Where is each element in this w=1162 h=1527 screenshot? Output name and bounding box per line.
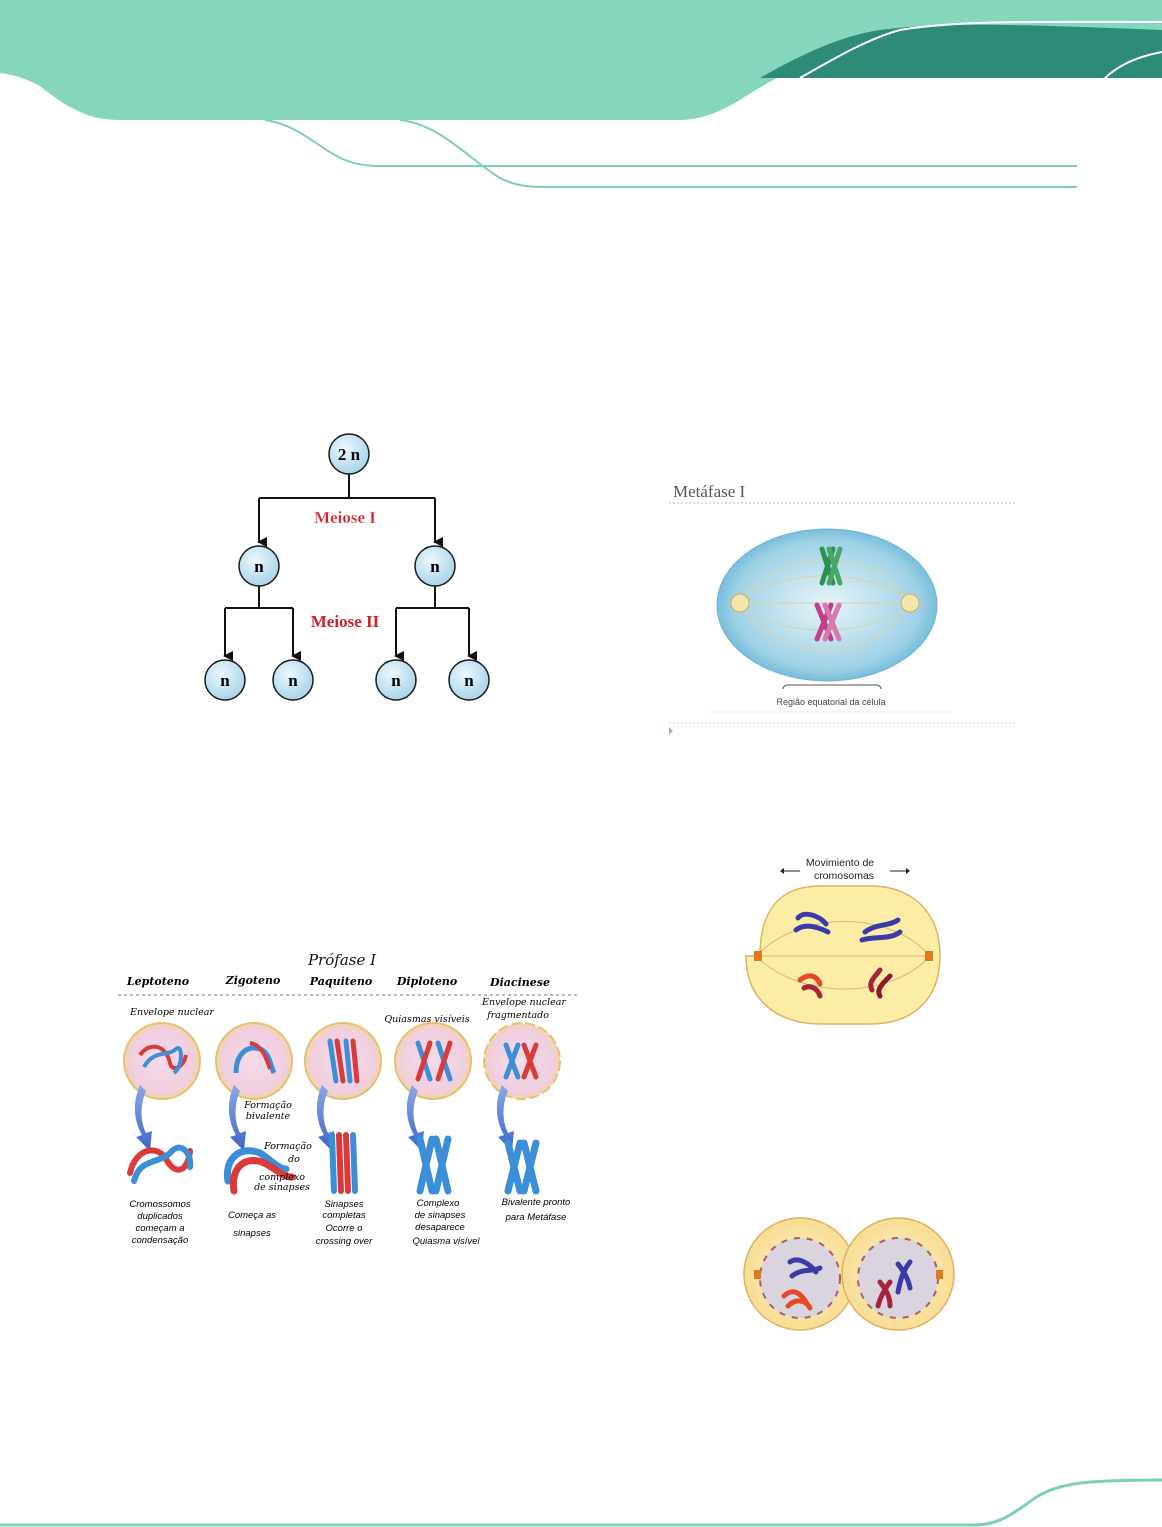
anafase-figure: Movimiento de cromosomas bbox=[740, 850, 950, 1030]
node-l2-d: n bbox=[449, 660, 489, 700]
svg-text:começam a: começam a bbox=[135, 1223, 184, 1234]
svg-text:Ocorre o: Ocorre o bbox=[326, 1223, 363, 1234]
metafase-figure: Metáfase I Região equatorial da célula bbox=[665, 475, 1025, 740]
footer-decoration bbox=[0, 1470, 1162, 1527]
detail-diacinese bbox=[508, 1143, 536, 1191]
centrosome-left bbox=[731, 594, 749, 612]
cell-diploteno bbox=[395, 1023, 471, 1099]
stage-paquiteno: Paquiteno bbox=[309, 975, 372, 988]
stage-diacinese: Diacinese bbox=[489, 976, 550, 989]
svg-text:de sinapses: de sinapses bbox=[254, 1182, 310, 1193]
node-root: 2 n bbox=[329, 434, 369, 474]
centrosome-right bbox=[901, 594, 919, 612]
node-l1-a: n bbox=[239, 546, 279, 586]
detail-diploteno bbox=[420, 1139, 448, 1191]
svg-text:2 n: 2 n bbox=[338, 445, 361, 464]
detail-leptoteno bbox=[130, 1148, 190, 1181]
node-l2-c: n bbox=[376, 660, 416, 700]
profase-figure: Prófase I Leptoteno Zigoteno Paquiteno D… bbox=[110, 945, 590, 1255]
telofase-figure bbox=[740, 1212, 960, 1337]
profase-title: Prófase I bbox=[307, 951, 377, 969]
svg-text:Quiasma visível: Quiasma visível bbox=[412, 1236, 480, 1247]
svg-text:Formação: Formação bbox=[243, 1100, 292, 1111]
svg-text:Bivalente pronto: Bivalente pronto bbox=[502, 1197, 571, 1208]
cell-diacinese bbox=[484, 1023, 560, 1099]
anafase-label-1: Movimiento de bbox=[806, 857, 874, 869]
svg-text:Cromossomos: Cromossomos bbox=[129, 1199, 190, 1210]
svg-text:de sinapses: de sinapses bbox=[415, 1210, 466, 1221]
meiose-ii-label: Meiose II bbox=[311, 612, 380, 631]
svg-text:condensação: condensação bbox=[132, 1235, 189, 1246]
svg-text:Complexo: Complexo bbox=[417, 1198, 460, 1209]
svg-text:Formação: Formação bbox=[263, 1141, 312, 1152]
svg-text:do: do bbox=[288, 1154, 300, 1165]
meiosis-diagram: 2 n Meiose I n n Meiose II n n n n bbox=[195, 430, 505, 715]
svg-text:Envelope nuclear: Envelope nuclear bbox=[129, 1007, 215, 1018]
svg-text:Sinapses: Sinapses bbox=[324, 1199, 363, 1210]
detail-paquiteno bbox=[332, 1135, 355, 1191]
meiose-i-label: Meiose I bbox=[314, 508, 376, 527]
svg-text:Começa as: Começa as bbox=[228, 1210, 276, 1221]
stage-leptoteno: Leptoteno bbox=[126, 975, 189, 988]
header-decoration bbox=[0, 0, 1162, 200]
svg-text:n: n bbox=[391, 671, 401, 690]
svg-text:para Metáfase: para Metáfase bbox=[505, 1212, 567, 1223]
header-line-1 bbox=[265, 120, 1077, 166]
svg-text:n: n bbox=[288, 671, 298, 690]
svg-text:n: n bbox=[464, 671, 474, 690]
svg-text:Envelope nuclear: Envelope nuclear bbox=[481, 997, 567, 1008]
svg-text:bivalente: bivalente bbox=[246, 1111, 291, 1122]
metafase-title: Metáfase I bbox=[673, 482, 746, 501]
svg-text:sinapses: sinapses bbox=[233, 1228, 271, 1239]
svg-text:n: n bbox=[254, 557, 264, 576]
svg-text:completas: completas bbox=[322, 1210, 366, 1221]
anafase-cell bbox=[746, 886, 940, 1024]
cell-paquiteno bbox=[305, 1023, 381, 1099]
header-line-2 bbox=[400, 120, 1077, 187]
svg-text:crossing over: crossing over bbox=[316, 1236, 373, 1247]
cell-leptoteno bbox=[124, 1023, 200, 1099]
stage-diploteno: Diploteno bbox=[396, 975, 457, 988]
svg-text:n: n bbox=[430, 557, 440, 576]
svg-text:fragmentado: fragmentado bbox=[486, 1010, 549, 1021]
svg-text:duplicados: duplicados bbox=[137, 1211, 183, 1222]
node-l2-b: n bbox=[273, 660, 313, 700]
anafase-label-2: cromosomas bbox=[814, 870, 874, 882]
node-l1-b: n bbox=[415, 546, 455, 586]
metafase-caption: Região equatorial da célula bbox=[776, 697, 885, 707]
stage-zigoteno: Zigoteno bbox=[225, 974, 281, 987]
svg-text:n: n bbox=[220, 671, 230, 690]
cell-zigoteno bbox=[216, 1023, 292, 1099]
svg-text:desaparece: desaparece bbox=[415, 1222, 465, 1233]
node-l2-a: n bbox=[205, 660, 245, 700]
